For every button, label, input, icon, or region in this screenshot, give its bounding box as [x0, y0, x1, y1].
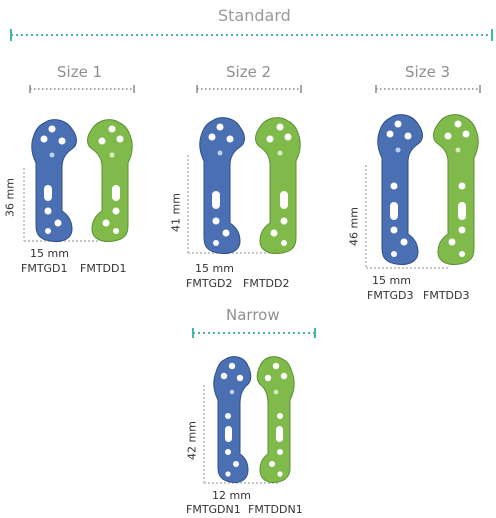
- standard-title: Standard: [218, 6, 291, 25]
- size-2-code-green: FMTDD2: [243, 277, 290, 290]
- size-3-width-label: 15 mm: [372, 274, 411, 287]
- narrow-code-green: FMTDDN1: [248, 503, 303, 516]
- narrow-range-line: [192, 328, 316, 338]
- size-3-dimension-lines: [365, 165, 448, 269]
- size-2-width-label: 15 mm: [195, 262, 234, 275]
- size-1-code-blue: FMTGD1: [21, 262, 68, 275]
- plate-blue-size-3: [377, 114, 423, 265]
- plate-blue-narrow: [213, 356, 252, 483]
- size-1-code-green: FMTDD1: [80, 262, 127, 275]
- plate-blue-size-2: [199, 117, 245, 254]
- size-3-code-green: FMTDD3: [423, 289, 470, 302]
- size-1-height-label: 36 mm: [3, 178, 17, 217]
- size-2-title: Size 2: [226, 63, 272, 81]
- narrow-title: Narrow: [226, 306, 280, 324]
- plate-green-size-1: [87, 119, 133, 242]
- narrow-dimension-lines: [203, 385, 280, 484]
- size-3-title: Size 3: [405, 63, 451, 81]
- plate-green-size-2: [255, 117, 301, 254]
- size-2-code-blue: FMTGD2: [186, 277, 233, 290]
- narrow-code-blue: FMTGDN1: [186, 503, 241, 516]
- size-2-range-line: [196, 85, 302, 93]
- plate-green-size-3: [433, 114, 479, 265]
- size-3-code-blue: FMTGD3: [367, 289, 414, 302]
- size-1-title: Size 1: [57, 63, 103, 81]
- size-1-width-label: 15 mm: [30, 247, 69, 260]
- standard-range-line: [10, 29, 493, 41]
- size-2-height-label: 41 mm: [169, 193, 183, 232]
- plate-blue-size-1: [31, 119, 77, 242]
- size-3-height-label: 46 mm: [347, 207, 361, 246]
- narrow-width-label: 12 mm: [212, 489, 251, 502]
- narrow-height-label: 42 mm: [185, 421, 199, 460]
- plate-green-narrow: [256, 356, 295, 483]
- size-1-range-line: [29, 85, 135, 93]
- size-3-range-line: [375, 85, 481, 93]
